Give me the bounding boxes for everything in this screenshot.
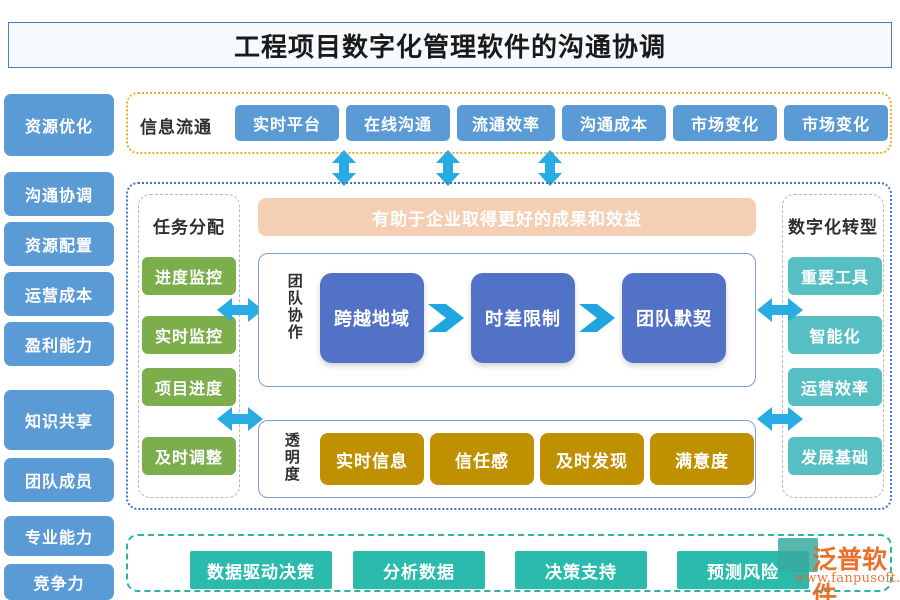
- horizontal-double-arrow-right-2: [757, 407, 803, 431]
- benefit-banner: 有助于企业取得更好的成果和效益: [258, 198, 756, 236]
- vertical-double-arrow-1: [332, 150, 356, 186]
- flow-node-timezone-limit[interactable]: 时差限制: [471, 273, 575, 363]
- dt-chip-development-base[interactable]: 发展基础: [788, 437, 882, 475]
- top-chip-communication-cost[interactable]: 沟通成本: [562, 105, 666, 141]
- sidebar-item-resource-allocation[interactable]: 资源配置: [4, 222, 114, 266]
- sidebar-item-operating-cost[interactable]: 运营成本: [4, 272, 114, 316]
- page-title: 工程项目数字化管理软件的沟通协调: [233, 32, 666, 63]
- information-flow-region: [126, 92, 892, 154]
- sidebar-item-professional-ability[interactable]: 专业能力: [4, 516, 114, 556]
- sidebar-item-communication-coordination[interactable]: 沟通协调: [4, 172, 114, 216]
- task-chip-timely-adjustment[interactable]: 及时调整: [142, 437, 236, 475]
- dt-chip-operating-efficiency[interactable]: 运营效率: [788, 368, 882, 406]
- transparency-label: 透明度: [282, 432, 301, 483]
- transparency-chip-timely-detect[interactable]: 及时发现: [540, 433, 644, 485]
- dt-chip-important-tool[interactable]: 重要工具: [788, 257, 882, 295]
- sidebar-item-team-members[interactable]: 团队成员: [4, 458, 114, 502]
- bottom-chip-analyze-data[interactable]: 分析数据: [353, 551, 485, 589]
- top-chip-realtime-platform[interactable]: 实时平台: [235, 105, 339, 141]
- core-collaboration-region: [126, 182, 892, 510]
- transparency-chip-realtime-info[interactable]: 实时信息: [320, 433, 424, 485]
- team-collaboration-label: 团队协作: [285, 273, 304, 341]
- bottom-chip-predict-risk[interactable]: 预测风险: [677, 551, 809, 589]
- chevron-arrow-1: [428, 304, 464, 332]
- top-chip-flow-efficiency[interactable]: 流通效率: [457, 105, 555, 141]
- flow-node-team-rapport[interactable]: 团队默契: [622, 273, 726, 363]
- page-title-bar: 工程项目数字化管理软件的沟通协调: [8, 22, 892, 68]
- sidebar-item-resource-optimization[interactable]: 资源优化: [4, 94, 114, 156]
- task-chip-realtime-monitoring[interactable]: 实时监控: [142, 316, 236, 354]
- transparency-chip-trust[interactable]: 信任感: [430, 433, 534, 485]
- task-chip-progress-monitoring[interactable]: 进度监控: [142, 257, 236, 295]
- flow-node-cross-region[interactable]: 跨越地域: [320, 273, 424, 363]
- horizontal-double-arrow-right-1: [757, 298, 803, 322]
- vertical-double-arrow-2: [436, 150, 460, 186]
- bottom-chip-data-driven-decision[interactable]: 数据驱动决策: [190, 551, 332, 589]
- sidebar-item-knowledge-sharing[interactable]: 知识共享: [4, 390, 114, 450]
- digital-transformation-title: 数字化转型: [788, 218, 878, 238]
- task-chip-project-progress[interactable]: 项目进度: [142, 368, 236, 406]
- bottom-chip-decision-support[interactable]: 决策支持: [515, 551, 647, 589]
- top-chip-online-communication[interactable]: 在线沟通: [346, 105, 450, 141]
- vertical-double-arrow-3: [538, 150, 562, 186]
- data-decision-region: [126, 534, 892, 592]
- horizontal-double-arrow-left-1: [217, 298, 263, 322]
- transparency-chip-satisfaction[interactable]: 满意度: [650, 433, 754, 485]
- chevron-arrow-2: [579, 304, 615, 332]
- top-chip-market-change-1[interactable]: 市场变化: [673, 105, 777, 141]
- information-flow-label: 信息流通: [140, 118, 212, 138]
- horizontal-double-arrow-left-2: [217, 407, 263, 431]
- sidebar-item-competitiveness[interactable]: 竞争力: [4, 564, 114, 600]
- task-assignment-title: 任务分配: [153, 218, 225, 238]
- dt-chip-intelligence[interactable]: 智能化: [788, 316, 882, 354]
- top-chip-market-change-2[interactable]: 市场变化: [784, 105, 888, 141]
- sidebar-item-profitability[interactable]: 盈利能力: [4, 322, 114, 366]
